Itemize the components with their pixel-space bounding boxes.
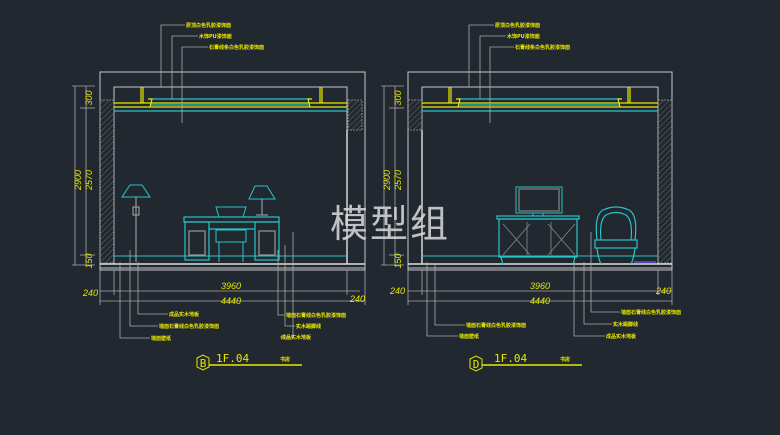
title-block-b: B 1F.04 书房 — [196, 352, 302, 371]
label-plaster-line: 石膏线条白色乳胶漆饰面 — [514, 44, 570, 51]
desk — [183, 216, 280, 261]
label-ceiling: 原顶白色乳胶漆饰面 — [495, 22, 540, 29]
room-inner-outline — [421, 86, 659, 265]
label-br-1: 实木踢脚线 — [613, 321, 638, 328]
dim-300: 300 — [393, 90, 403, 105]
dim-2900: 2900 — [73, 170, 83, 191]
title-block-d: D 1F.04 书房 — [469, 352, 582, 372]
tv-cabinet — [496, 215, 580, 266]
vertical-dimensions — [72, 85, 95, 266]
dim-2900: 2900 — [382, 170, 392, 191]
dim-total: 4440 — [221, 296, 241, 306]
label-bl-1: 墙面壁纸 — [459, 333, 479, 340]
marker-hexagon — [469, 355, 483, 372]
room-inner-outline — [113, 86, 348, 265]
dim-left-wall: 240 — [389, 286, 405, 296]
ceiling-cornice — [114, 87, 347, 112]
desk-chair — [215, 229, 247, 262]
label-plaster-line: 石膏线条白色乳胶漆饰面 — [208, 44, 264, 51]
dim-150: 150 — [84, 253, 94, 268]
label-bl-0: 成品实木地板 — [169, 311, 200, 318]
watermark: 模型组 — [330, 202, 451, 246]
dim-left-wall: 240 — [82, 288, 98, 298]
label-br-2: 成品实木地板 — [606, 333, 637, 340]
top-leaders — [160, 24, 208, 123]
bottom-leaders-left — [426, 262, 465, 337]
right-wall-hatch — [347, 99, 363, 131]
dim-inner: 3960 — [530, 281, 550, 291]
left-wall-hatch — [407, 99, 423, 131]
top-leaders — [468, 24, 514, 123]
label-ceiling: 原顶白色乳胶漆饰面 — [186, 22, 231, 29]
floor-lamp — [121, 184, 151, 262]
dim-150: 150 — [393, 253, 403, 268]
dim-total: 4440 — [530, 296, 550, 306]
horizontal-dimensions — [99, 270, 366, 305]
elevation-d: 300 2900 2570 150 3960 4440 240 240 原顶白色… — [381, 22, 681, 372]
label-br-1: 实木踢脚线 — [296, 323, 321, 330]
dim-inner: 3960 — [221, 281, 241, 291]
bottom-leaders-right — [573, 262, 620, 337]
label-br-0: 墙面石膏线白色乳胶漆饰面 — [286, 312, 346, 319]
elevation-b: 300 2900 2570 150 3960 4440 240 240 原顶白色… — [72, 22, 366, 371]
ceiling-cornice — [422, 87, 658, 112]
title-text: 1F.04 — [216, 352, 249, 365]
label-bl-0: 墙面石膏线白色乳胶漆饰面 — [466, 322, 526, 329]
marker-hexagon — [196, 354, 210, 371]
bottom-leaders-right — [277, 232, 295, 338]
dim-2570: 2570 — [84, 170, 94, 191]
armchair — [594, 206, 638, 265]
dim-2570: 2570 — [393, 170, 403, 191]
label-wood-pu: 木饰PU漆饰面 — [506, 33, 540, 40]
right-wall-hatch — [657, 99, 673, 264]
left-wall-hatch — [99, 99, 115, 264]
marker-letter: B — [200, 357, 207, 370]
label-bl-1: 墙面石膏线白色乳胶漆饰面 — [159, 323, 219, 330]
subtitle-text: 书房 — [280, 356, 290, 363]
label-wood-pu: 木饰PU漆饰面 — [198, 33, 232, 40]
label-br-2: 成品实木地板 — [281, 334, 312, 341]
dim-right-wall: 240 — [655, 286, 671, 296]
bottom-leaders-left — [119, 250, 168, 339]
table-lamp — [248, 185, 276, 216]
dim-300: 300 — [84, 90, 94, 105]
marker-letter: D — [473, 358, 480, 371]
title-text: 1F.04 — [494, 352, 527, 365]
vertical-dimensions — [381, 85, 404, 266]
room-outline — [99, 71, 366, 271]
label-br-0: 墙面石膏线白色乳胶漆饰面 — [621, 309, 681, 316]
dim-right-wall: 240 — [349, 294, 365, 304]
subtitle-text: 书房 — [560, 356, 570, 363]
bookstand — [215, 206, 247, 218]
tv-monitor — [515, 186, 563, 217]
horizontal-dimensions — [407, 270, 673, 305]
label-bl-2: 墙面壁纸 — [151, 335, 171, 342]
